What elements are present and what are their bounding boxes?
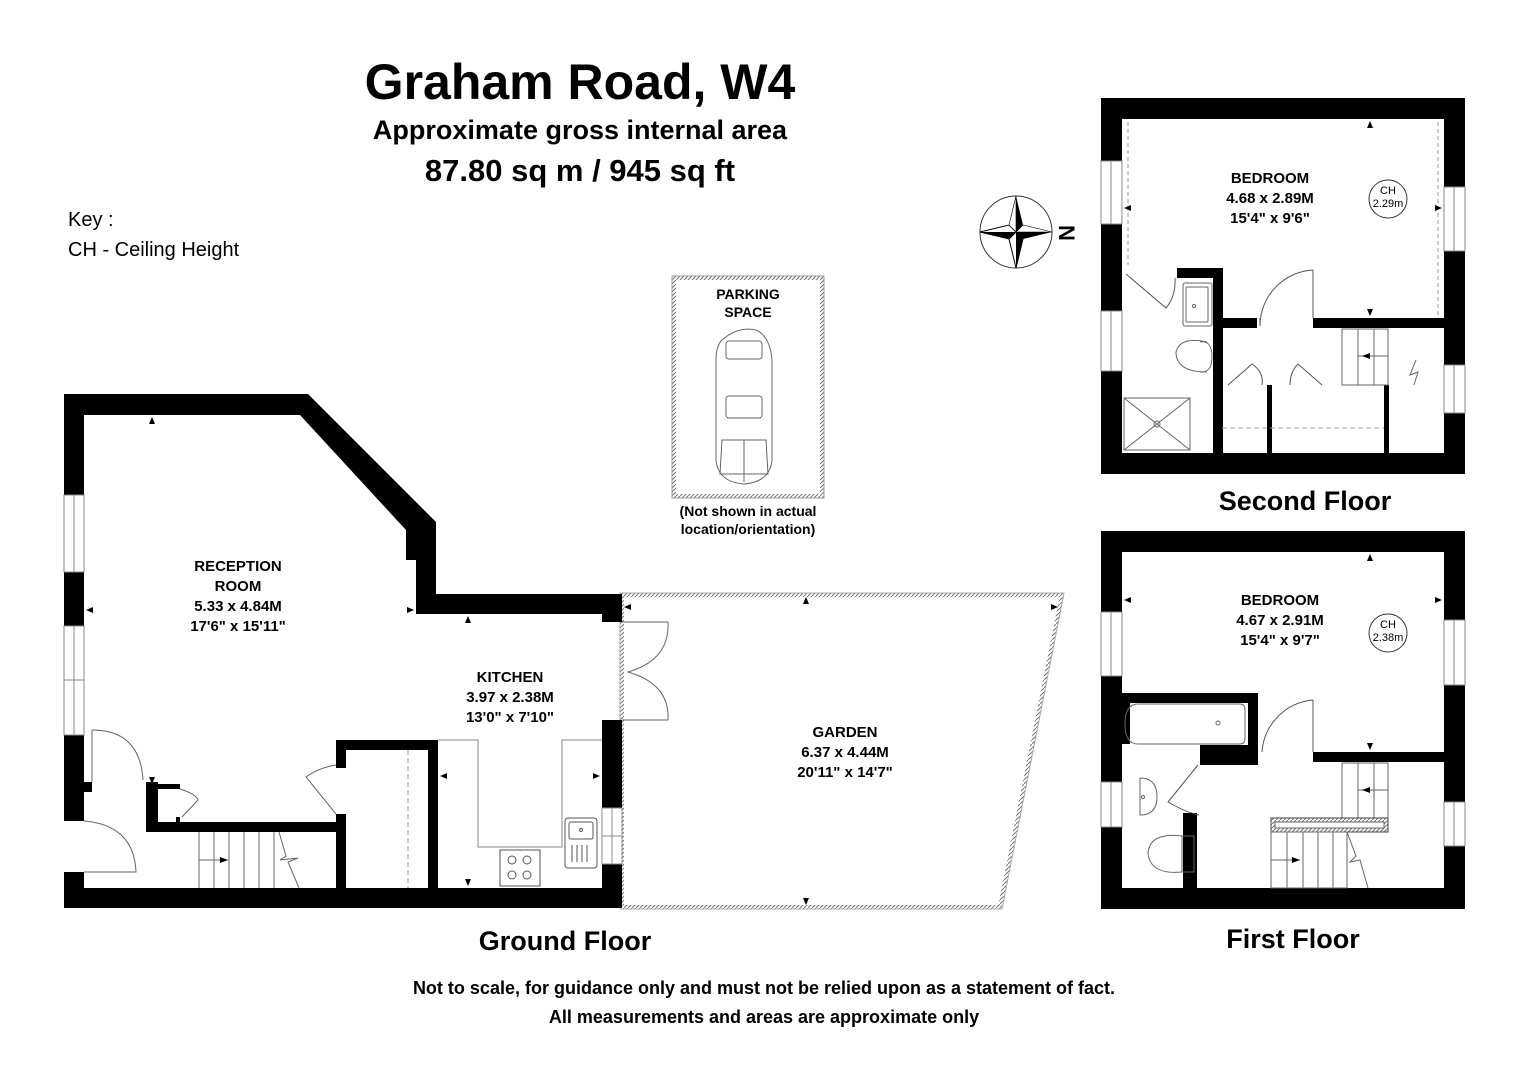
page-title: Graham Road, W4 — [364, 54, 796, 110]
north-label: N — [1053, 225, 1079, 241]
room-label-second-bedroom: BEDROOM 4.68 x 2.89M 15'4" x 9'6" — [1226, 170, 1314, 227]
room-label-kitchen: KITCHEN 3.97 x 2.38M 13'0" x 7'10" — [465, 669, 555, 726]
floor-label-first: First Floor — [1226, 924, 1360, 954]
second-floor-plan — [1100, 98, 1466, 474]
key-legend: Key : CH - Ceiling Height — [68, 205, 239, 265]
key-entry-ceiling-height: CH - Ceiling Height — [68, 239, 240, 261]
car-icon — [715, 328, 773, 485]
parking-label: PARKING SPACE — [716, 286, 780, 320]
floor-label-second: Second Floor — [1218, 486, 1392, 516]
ceiling-height-badge-first: CH 2.38m — [1372, 619, 1404, 644]
disclaimer-line-1: Not to scale, for guidance only and must… — [412, 978, 1116, 998]
parking-note: (Not shown in actual location/orientatio… — [679, 503, 817, 537]
area-subtitle: Approximate gross internal area — [372, 115, 788, 145]
ground-floor-plan — [63, 394, 1065, 910]
disclaimer-line-2: All measurements and areas are approxima… — [548, 1007, 980, 1027]
hob-icon — [499, 849, 541, 887]
parking-space — [671, 275, 825, 499]
room-label-reception: RECEPTION ROOM 5.33 x 4.84M 17'6" x 15'1… — [190, 558, 286, 635]
room-label-first-bedroom: BEDROOM 4.67 x 2.91M 15'4" x 9'7" — [1236, 592, 1324, 649]
gross-area: 87.80 sq m / 945 sq ft — [424, 153, 736, 188]
room-label-garden: GARDEN 6.37 x 4.44M 20'11" x 14'7" — [797, 724, 893, 781]
floor-label-ground: Ground Floor — [478, 926, 652, 956]
sink-icon — [564, 817, 598, 869]
first-floor-plan — [1100, 531, 1466, 909]
compass-rose-icon — [979, 195, 1053, 269]
key-heading: Key : — [68, 209, 114, 231]
ceiling-height-badge-second: CH 2.29m — [1372, 185, 1404, 210]
